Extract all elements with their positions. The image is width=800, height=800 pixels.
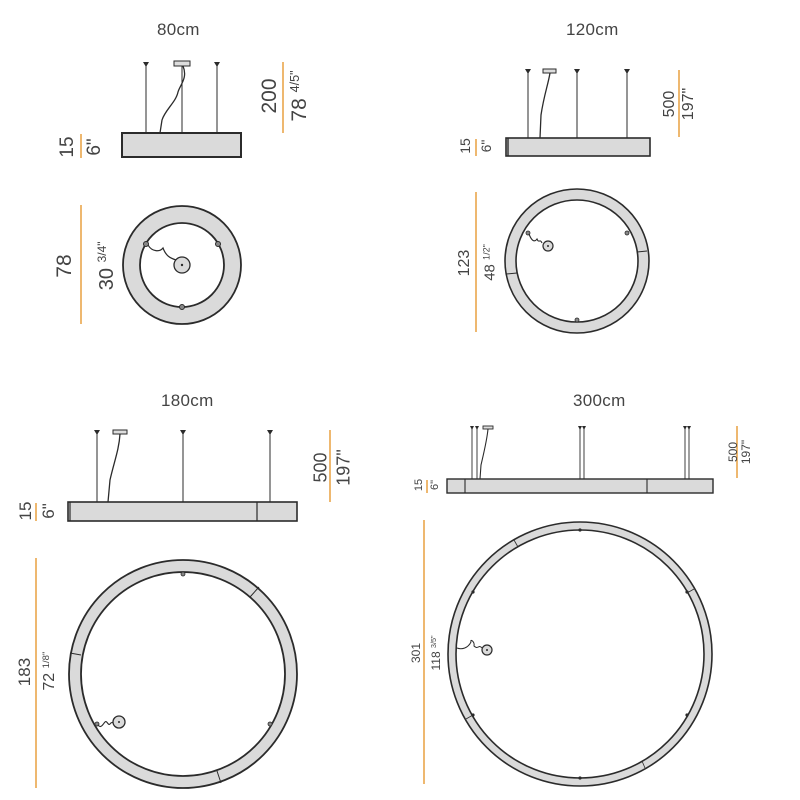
diameter-cm: 301: [409, 642, 423, 664]
model-title: 180cm: [161, 391, 214, 410]
model-title: 120cm: [566, 20, 619, 39]
model-title: 80cm: [157, 20, 200, 39]
diameter-in: 118 3/5": [429, 635, 443, 671]
model-title: 300cm: [573, 391, 626, 410]
